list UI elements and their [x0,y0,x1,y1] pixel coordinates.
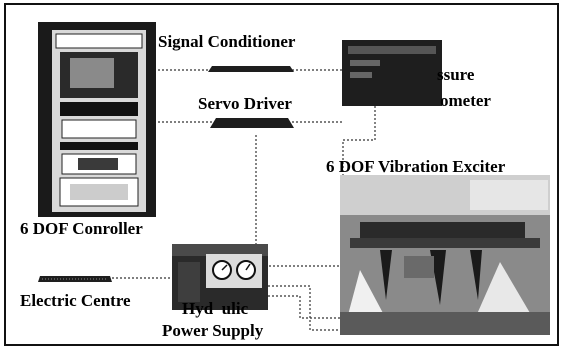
electric-centre-device [38,276,112,282]
label-controller: 6 DOF Conroller [20,220,143,237]
vibration-exciter-photo [340,175,550,335]
connector-hydraulic-exciter-1 [268,286,350,330]
label-pressure-transducer: ssure [437,66,474,83]
controller-cabinet [38,22,156,217]
label-accelerometer: ometer [440,92,491,109]
label-vibration-exciter: 6 DOF Vibration Exciter [326,158,505,175]
servo-driver-device [210,118,294,128]
pressure-transducer-device [342,40,442,106]
label-signal-conditioner: Signal Conditioner [158,33,295,50]
connector-hydraulic-exciter-2 [268,296,350,318]
label-hydraulic-line2: Power Supply [162,322,263,339]
label-servo-driver: Servo Driver [198,95,292,112]
label-hydraulic-line1: Hyd ulic [182,300,248,317]
signal-conditioner-device [208,66,294,72]
label-electric-centre: Electric Centre [20,292,131,309]
